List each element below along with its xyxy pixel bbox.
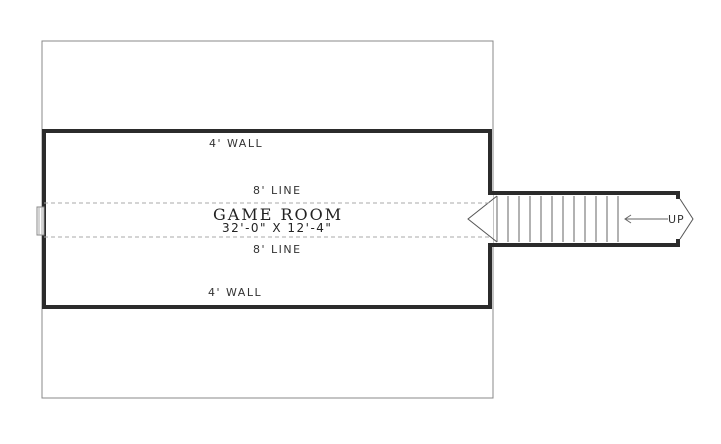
stair-treads: [496, 196, 619, 242]
bottom-wall-label: 4' WALL: [208, 286, 263, 299]
top-line-label: 8' LINE: [253, 184, 302, 197]
top-wall-label: 4' WALL: [209, 137, 264, 150]
stair-wall-top: [488, 191, 680, 199]
stair-up-label: UP: [668, 213, 685, 226]
bottom-line-label: 8' LINE: [253, 243, 302, 256]
stair-wall-bottom: [488, 239, 680, 247]
room-dimensions: 32'-0" X 12'-4": [222, 221, 333, 235]
stair-landing-left: [467, 195, 498, 243]
window: [36, 206, 45, 236]
stair-landing-right: [679, 198, 694, 240]
room-name: GAME ROOM: [213, 205, 344, 224]
stair-arrowhead-icon: [624, 214, 632, 224]
